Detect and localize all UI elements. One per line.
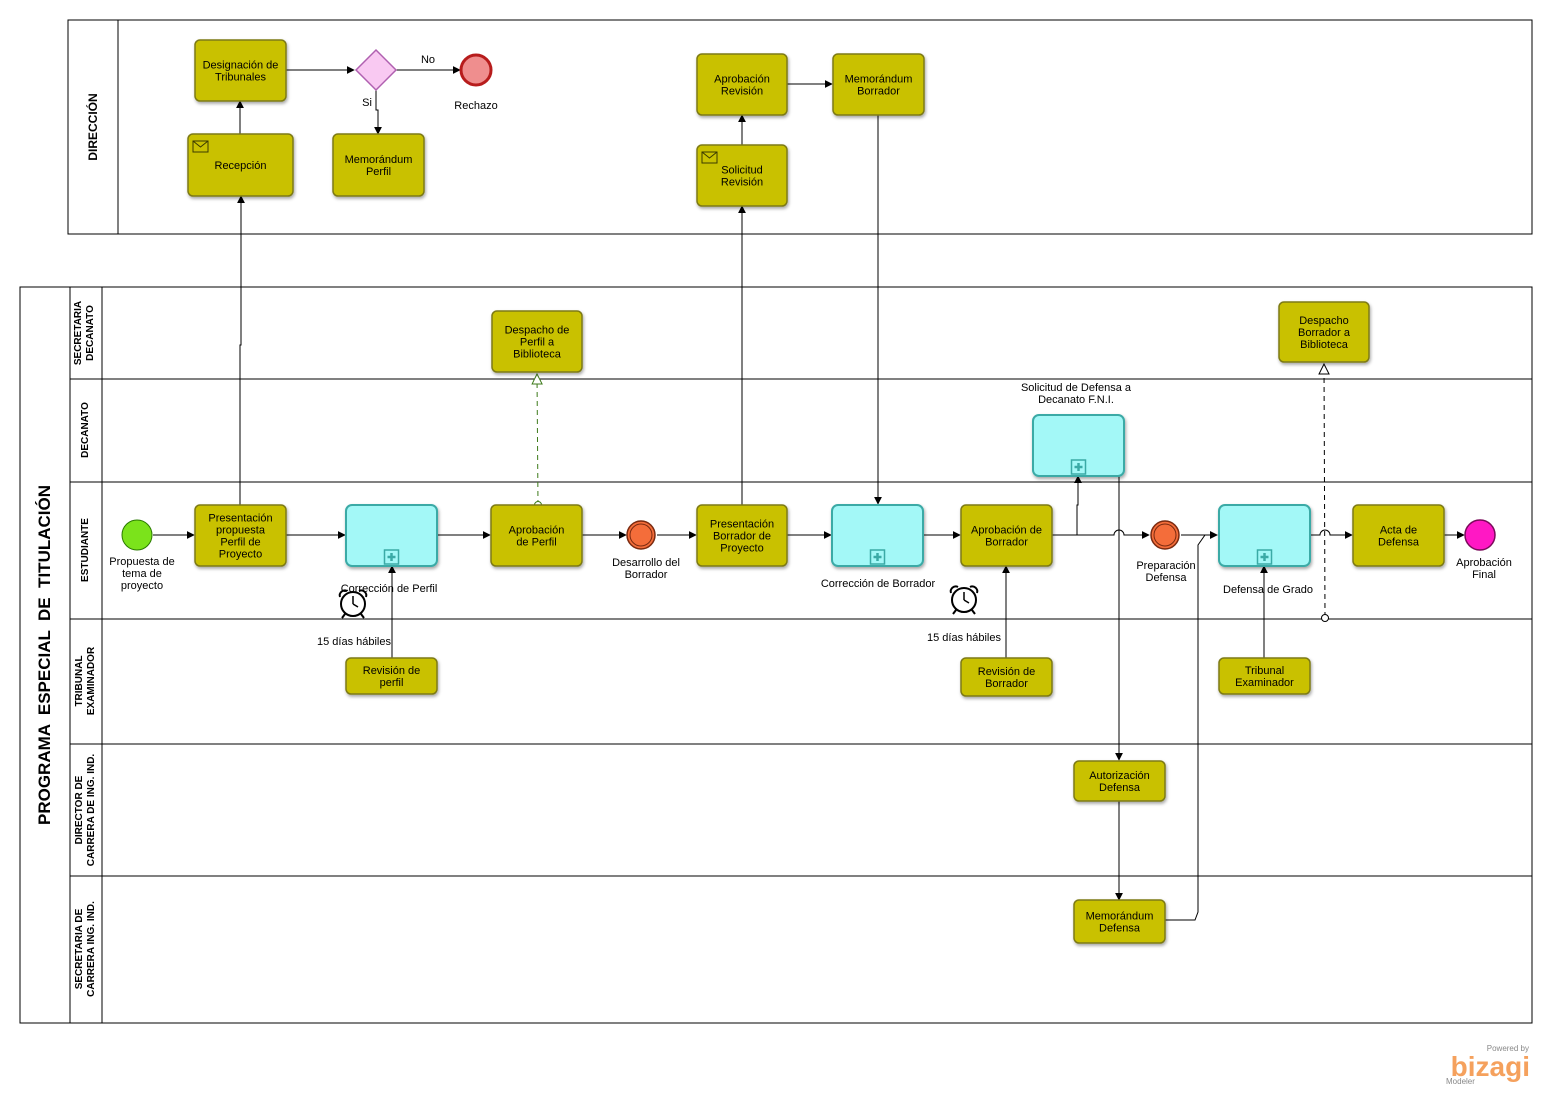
- timer-perfil-label: 15 días hábiles: [317, 636, 391, 648]
- svg-text:bizagi: bizagi: [1451, 1051, 1530, 1082]
- lane-label-secretaria-decanato: SECRETARIADECANATO: [73, 301, 96, 365]
- lane-label-decanato: DECANATO: [80, 402, 91, 458]
- plus-icon: [869, 549, 886, 565]
- plus-icon: [1256, 549, 1273, 565]
- bizagi-logo: Powered by bizagi Modeler: [1446, 1044, 1530, 1086]
- plus-icon: [383, 549, 400, 565]
- lane-label-secretaria-carrera: SECRETARIA DECARRERA ING. IND.: [74, 901, 97, 997]
- exclusive-gateway[interactable]: No Si: [354, 48, 435, 109]
- lane-label-tribunal: TRIBUNALEXAMINADOR: [74, 646, 97, 715]
- timer-icon: [338, 589, 368, 619]
- gateway-si-label: Si: [362, 97, 372, 109]
- pool-title: PROGRAMA ESPECIAL DE TITULACIÓN: [35, 485, 54, 825]
- subprocess-correccion-perfil[interactable]: Corrección de Perfil: [341, 504, 438, 595]
- subprocess-defensa-grado[interactable]: Defensa de Grado: [1218, 504, 1313, 596]
- subprocess-label: Defensa de Grado: [1223, 584, 1313, 596]
- lane-label-direccion: DIRECCIÓN: [85, 93, 100, 160]
- sequence-flows: [153, 66, 1465, 921]
- task-recepcion[interactable]: Recepción: [187, 133, 294, 197]
- gateway-no-label: No: [421, 54, 435, 66]
- event-rechazo[interactable]: Rechazo: [454, 53, 498, 112]
- plus-icon: [1070, 459, 1087, 475]
- svg-text:Powered by: Powered by: [1487, 1044, 1529, 1053]
- task-label: Recepción: [215, 160, 267, 172]
- timer-icon: [949, 585, 979, 615]
- pool-direccion: DIRECCIÓN: [67, 19, 1533, 235]
- subprocess-label: Corrección de Borrador: [821, 578, 936, 590]
- envelope-icon: [192, 140, 209, 153]
- envelope-icon: [701, 151, 718, 164]
- event-label: Rechazo: [454, 100, 497, 112]
- lane-label-director-carrera: DIRECTOR DECARRERA DE ING. IND.: [74, 754, 97, 867]
- subprocess-correccion-borrador[interactable]: Corrección de Borrador: [821, 504, 936, 590]
- timer-borrador-label: 15 días hábiles: [927, 632, 1001, 644]
- lane-label-estudiante: ESTUDIANTE: [80, 518, 91, 582]
- svg-text:Modeler: Modeler: [1446, 1077, 1475, 1086]
- pool-main: PROGRAMA ESPECIAL DE TITULACIÓN SECRETAR…: [19, 286, 1533, 1024]
